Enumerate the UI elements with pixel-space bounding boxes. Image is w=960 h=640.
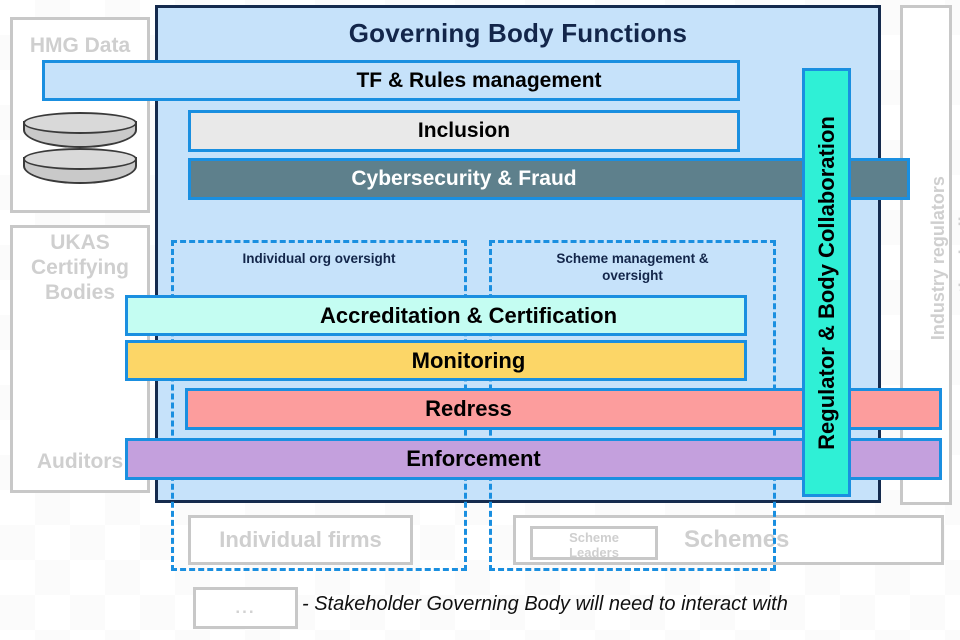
stakeholder-box-schemes: Scheme Leaders Schemes bbox=[513, 515, 944, 565]
function-bar-inclusion[interactable]: Inclusion bbox=[188, 110, 740, 152]
stakeholder-box-individual-firms: Individual firms bbox=[188, 515, 413, 565]
function-bar-label: TF & Rules management bbox=[356, 68, 602, 92]
function-bar-label: Redress bbox=[425, 396, 512, 421]
function-bar-label: Monitoring bbox=[411, 347, 526, 373]
group-label-individual-org-oversight: Individual org oversight bbox=[242, 251, 396, 266]
database-cylinder-icon-bottom bbox=[23, 148, 137, 184]
database-cylinder-icon-top bbox=[23, 112, 137, 148]
legend-text: - Stakeholder Governing Body will need t… bbox=[302, 593, 788, 615]
stakeholder-label-hmg-data: HMG Data bbox=[29, 34, 131, 57]
stakeholder-label-ukas-line3: Bodies bbox=[44, 281, 115, 304]
stakeholder-label-scheme-leaders-line2: Leaders bbox=[569, 544, 619, 560]
function-bar-label: Enforcement bbox=[406, 446, 541, 471]
stakeholder-label-ukas-line2: Certifying bbox=[30, 256, 129, 279]
function-bar-label: Accreditation & Certification bbox=[319, 302, 618, 328]
legend-swatch: ... bbox=[193, 587, 298, 629]
page-title: Governing Body Functions bbox=[348, 18, 688, 48]
function-bar-accreditation-certification[interactable]: Accreditation & Certification bbox=[125, 295, 747, 336]
function-bar-label: Regulator & Body Collaboration bbox=[813, 115, 839, 450]
stakeholder-label-individual-firms: Individual firms bbox=[219, 526, 382, 552]
legend-swatch-label: ... bbox=[235, 598, 256, 617]
group-label-scheme-management-line2: oversight bbox=[602, 268, 663, 283]
function-bar-monitoring[interactable]: Monitoring bbox=[125, 340, 747, 381]
stakeholder-label-industry-line2: + other bodies bbox=[955, 196, 960, 320]
stakeholder-label-auditors: Auditors bbox=[36, 450, 124, 473]
function-bar-tf-rules-management[interactable]: TF & Rules management bbox=[42, 60, 740, 101]
function-bar-regulator-body-collaboration[interactable]: Regulator & Body Collaboration bbox=[802, 68, 851, 497]
function-bar-label: Inclusion bbox=[417, 119, 511, 142]
stakeholder-label-ukas-line1: UKAS bbox=[50, 231, 110, 254]
group-label-scheme-management-line1: Scheme management & bbox=[556, 251, 709, 266]
stakeholder-label-industry-line1: Industry regulators bbox=[927, 176, 948, 341]
function-bar-label: Cybersecurity & Fraud bbox=[351, 167, 577, 190]
stakeholder-label-scheme-leaders-line1: Scheme bbox=[569, 530, 619, 545]
stakeholder-label-schemes: Schemes bbox=[684, 525, 790, 553]
scheme-leaders-box: Scheme Leaders bbox=[530, 526, 658, 560]
function-bar-cybersecurity-fraud[interactable]: Cybersecurity & Fraud bbox=[188, 158, 910, 200]
